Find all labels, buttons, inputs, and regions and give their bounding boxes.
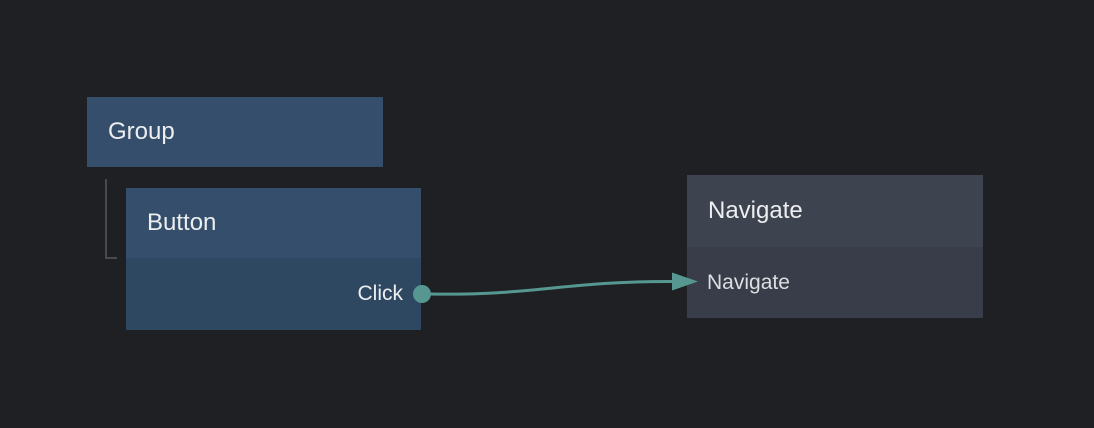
node-button-click-row[interactable]: Click (126, 258, 421, 330)
node-group[interactable]: Group (87, 97, 383, 167)
edge-click-to-navigate[interactable] (427, 279, 675, 296)
node-navigate-title: Navigate (708, 197, 803, 224)
navigate-row-label: Navigate (707, 270, 790, 294)
click-output-port-icon[interactable] (413, 285, 431, 303)
node-navigate[interactable]: Navigate Navigate (687, 175, 983, 318)
click-port-label: Click (357, 282, 404, 305)
node-navigate-header[interactable]: Navigate (687, 175, 983, 247)
node-group-title: Group (108, 118, 175, 145)
node-button-header[interactable]: Button (126, 188, 421, 258)
node-group-header[interactable]: Group (87, 97, 383, 167)
tree-connector-line (105, 179, 117, 259)
node-button-title: Button (147, 209, 217, 236)
node-button[interactable]: Button Click (126, 188, 421, 330)
node-navigate-action-row[interactable]: Navigate (687, 247, 983, 318)
